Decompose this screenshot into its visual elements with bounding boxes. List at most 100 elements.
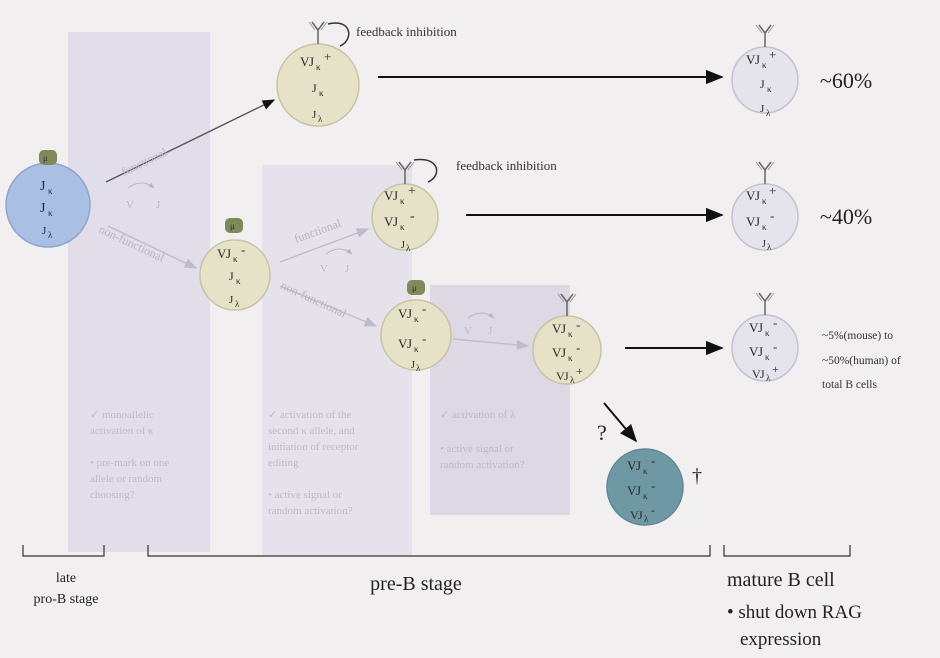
cell-label: J (401, 240, 405, 251)
pre-b-cell-middle: μ V J κ - J κ J λ (200, 218, 270, 310)
hint-label: J (488, 325, 493, 337)
hint-label: J (156, 199, 161, 211)
note-line: second κ allele, and (268, 425, 355, 437)
stage-late-line-2: pro-B stage (34, 592, 99, 607)
svg-text:κ: κ (568, 353, 573, 363)
stage-pre-b: pre-B stage (370, 573, 462, 595)
cell-label: J (755, 52, 760, 67)
note-line: initiation of receptor (268, 441, 359, 453)
svg-text:-: - (576, 340, 580, 355)
svg-text:+: + (408, 184, 416, 199)
hint-label: V (126, 199, 134, 211)
cell-label: J (309, 54, 314, 69)
svg-text:κ: κ (762, 196, 767, 206)
bracket-mature (724, 545, 850, 556)
svg-text:-: - (422, 301, 426, 316)
svg-text:κ: κ (319, 88, 324, 98)
svg-text:λ: λ (48, 230, 53, 240)
cell-label: J (561, 321, 566, 336)
svg-text:κ: κ (762, 222, 767, 232)
stage-mature: mature B cell (727, 569, 835, 591)
svg-text:λ: λ (767, 242, 772, 252)
note-line: ✓ monoallelic (90, 409, 154, 421)
svg-text:-: - (773, 315, 777, 330)
note-line: • pre-mark on one (90, 457, 169, 469)
svg-text:+: + (769, 183, 776, 198)
cell-label: J (407, 306, 412, 321)
svg-text:-: - (651, 478, 655, 493)
cell-label: J (758, 320, 763, 335)
stage-mature-bullet: • shut down RAG (727, 602, 862, 623)
bracket-pre-b (148, 545, 710, 556)
note-line: editing (268, 457, 299, 469)
mature-cell-bottom: V J κ - V J κ - V J λ + (732, 293, 798, 383)
svg-text:κ: κ (400, 196, 405, 206)
stage-shade-3 (430, 285, 570, 515)
svg-text:λ: λ (570, 375, 575, 385)
stage-mature-bullet-2: expression (740, 629, 822, 650)
svg-text:-: - (410, 209, 415, 224)
svg-text:-: - (773, 339, 777, 354)
svg-text:-: - (770, 208, 774, 223)
note-line: • active signal or (440, 443, 514, 455)
svg-text:λ: λ (406, 243, 411, 253)
note-line: allele or random (90, 473, 163, 485)
svg-text:κ: κ (414, 314, 419, 324)
cell-label: J (40, 179, 46, 194)
svg-text:λ: λ (235, 299, 240, 309)
cell-label: J (226, 246, 231, 261)
cell-label: J (229, 269, 234, 283)
mu-badge-label: μ (412, 283, 417, 293)
svg-text:λ: λ (318, 114, 323, 124)
note-line: ✓ activation of the (268, 409, 352, 421)
cell-label: J (312, 81, 317, 95)
cell-label: J (40, 201, 46, 216)
cell-label: J (758, 344, 763, 359)
svg-text:κ: κ (48, 186, 53, 196)
svg-text:+: + (324, 49, 331, 64)
cell-label: J (762, 239, 766, 250)
svg-text:λ: λ (644, 514, 649, 524)
svg-text:-: - (422, 331, 426, 346)
cell-label: J (312, 109, 317, 121)
cell-label: J (755, 188, 760, 203)
outcome-small-line-1: ~5%(mouse) to (822, 330, 893, 342)
mature-cell-middle: V J κ + V J κ - J λ (732, 162, 798, 252)
cell-label: J (393, 214, 398, 229)
outcome-small-line-3: total B cells (822, 379, 877, 391)
note-line: random activation? (440, 459, 525, 471)
svg-text:κ: κ (643, 466, 648, 476)
svg-text:+: + (769, 47, 776, 62)
cell-label: J (760, 103, 765, 115)
mu-badge-label: μ (43, 153, 48, 163)
cell-label: J (561, 345, 566, 360)
svg-text:λ: λ (416, 363, 421, 373)
outcome-small-line-2: ~50%(human) of (822, 355, 901, 367)
cell-label: J (42, 225, 47, 237)
cell-label: J (564, 369, 569, 383)
svg-text:+: + (772, 362, 779, 376)
cell-label: J (229, 294, 234, 306)
cell-label: J (760, 367, 765, 381)
svg-text:+: + (576, 364, 583, 378)
svg-text:κ: κ (568, 329, 573, 339)
pre-b-cell-top: V J κ + J κ J λ (277, 22, 359, 126)
svg-text:-: - (651, 453, 655, 468)
note-line: activation of κ (90, 425, 154, 437)
cell-label: J (638, 508, 643, 522)
cell-label: J (755, 214, 760, 229)
note-line: ✓ activation of λ (440, 409, 516, 421)
cell-label: J (407, 336, 412, 351)
feedback-inhibition-label-1: feedback inhibition (356, 24, 457, 39)
hint-label: V (320, 263, 328, 275)
outcome-60-percent: ~60% (820, 68, 872, 93)
svg-text:λ: λ (766, 108, 771, 118)
question-mark: ? (597, 420, 607, 445)
cell-label: J (411, 360, 415, 371)
note-line: • active signal or (268, 489, 342, 501)
mature-cell-top: V J κ + J κ J λ (732, 25, 798, 118)
note-line: random activation? (268, 505, 353, 517)
note-line: choosing? (90, 489, 135, 501)
svg-text:κ: κ (643, 491, 648, 501)
